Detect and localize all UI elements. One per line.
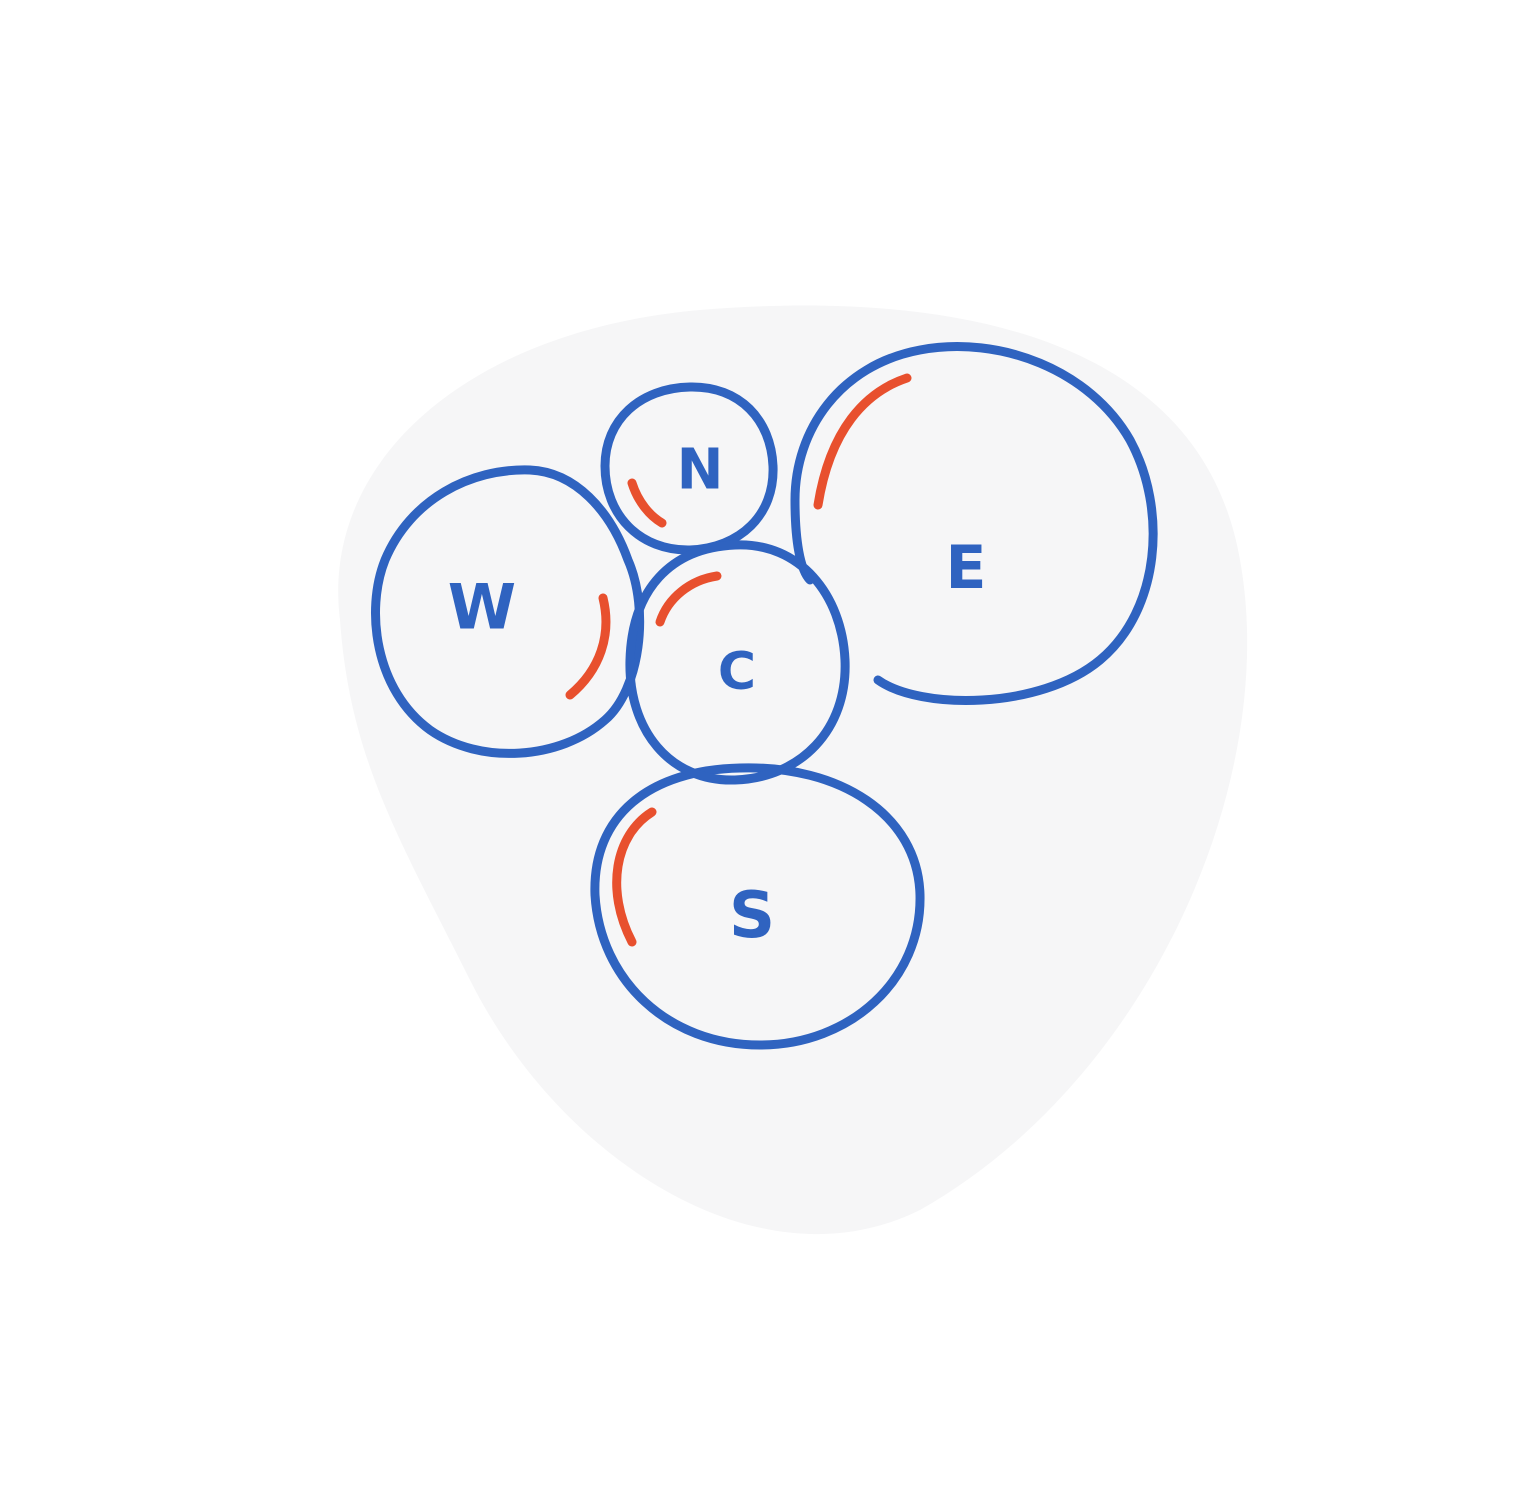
- circle-c-outline: [625, 540, 850, 785]
- circle-e-highlight: [813, 373, 912, 510]
- circle-n-outline: [600, 382, 778, 555]
- circle-w-highlight: [565, 593, 611, 700]
- circle-e-outline: [790, 342, 1158, 705]
- circle-w-outline: [371, 465, 645, 758]
- circle-s-label: S: [729, 879, 775, 953]
- circle-c: C: [625, 540, 850, 785]
- circle-w-label: W: [448, 571, 516, 644]
- circle-c-highlight: [655, 571, 722, 627]
- circle-c-label: C: [718, 642, 756, 702]
- circle-n-highlight: [627, 478, 667, 528]
- circle-e-label: E: [946, 533, 987, 603]
- circle-e: E: [790, 342, 1158, 705]
- circle-n: N: [600, 382, 778, 555]
- circle-s: S: [590, 763, 925, 1050]
- circle-s-outline: [590, 763, 925, 1050]
- circle-s-highlight: [612, 807, 657, 947]
- circle-n-label: N: [677, 438, 724, 503]
- circle-w: W: [371, 465, 645, 758]
